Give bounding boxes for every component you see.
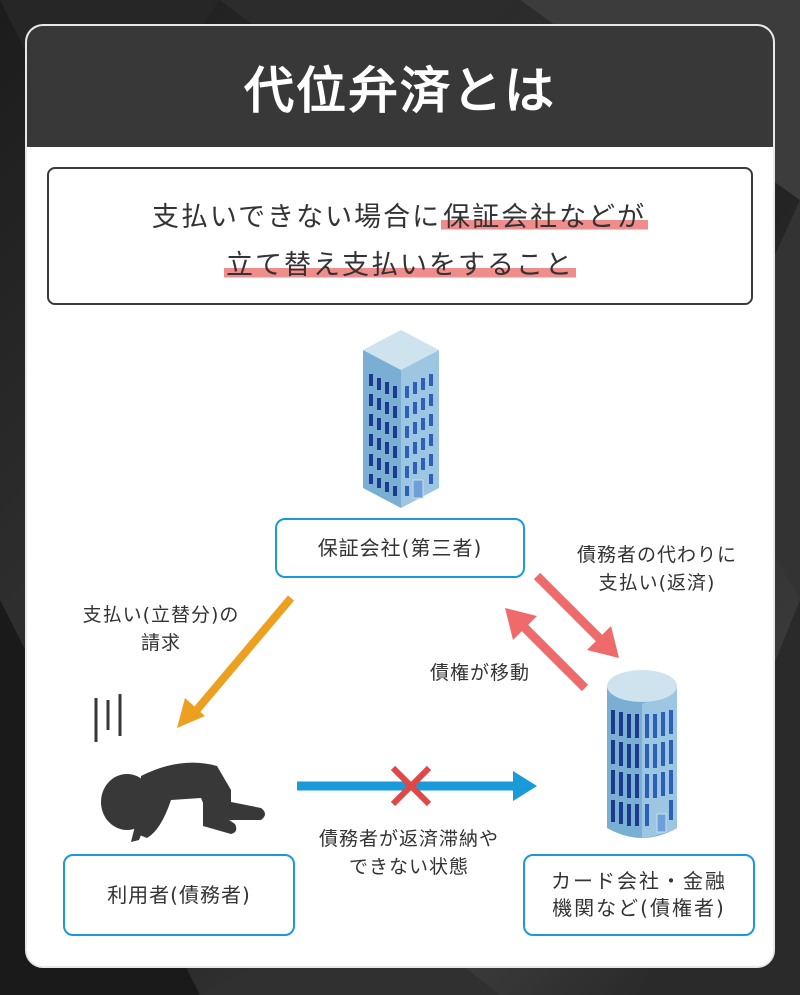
summary-line-2: 立て替え支払いをすること: [49, 243, 751, 282]
creditor-label: カード会社・金融 機関など(債権者): [523, 854, 755, 936]
failed-repayment-note: 債務者が返済滞納や できない状態: [289, 826, 529, 881]
diagram-card: 代位弁済とは 支払いできない場合に保証会社などが 立て替え支払いをすること: [25, 24, 775, 968]
summary-highlight: 立て替え支払いをすること: [224, 250, 576, 281]
summary-text: 支払いできない場合に: [151, 202, 442, 233]
subrogation-note-line2: 支払い(返済): [598, 571, 716, 594]
claim-transfer-note: 債権が移動: [415, 660, 545, 688]
subrogation-arrows: [505, 572, 619, 692]
subrogation-note-line1: 債務者の代わりに: [576, 544, 737, 566]
creditor-label-line1: カード会社・金融: [551, 869, 727, 893]
debtor-label-text: 利用者(債務者): [107, 882, 251, 907]
cylindrical-building-icon: [607, 670, 677, 838]
subrogation-payment-note: 債務者の代わりに 支払い(返済): [557, 542, 757, 597]
cross-mark-icon: [390, 765, 432, 807]
failed-repayment-arrow: [297, 771, 537, 801]
claim-note: 支払い(立替分)の 請求: [51, 602, 271, 657]
debtor-label: 利用者(債務者): [63, 854, 295, 936]
claim-transfer-text: 債権が移動: [429, 662, 530, 684]
creditor-label-line2: 機関など(債権者): [552, 896, 726, 920]
office-building-icon: [363, 330, 439, 508]
failed-note-line2: できない状態: [348, 855, 469, 878]
summary-highlight: 保証会社などが: [441, 202, 649, 233]
claim-arrow: [177, 595, 295, 728]
claim-note-line2: 請求: [140, 631, 181, 654]
page-title: 代位弁済とは: [27, 26, 773, 147]
summary-box: 支払いできない場合に保証会社などが 立て替え支払いをすること: [47, 167, 753, 305]
kneeling-person-icon: [94, 694, 265, 842]
failed-note-line1: 債務者が返済滞納や: [318, 828, 499, 850]
summary-line-1: 支払いできない場合に保証会社などが: [49, 195, 751, 234]
claim-note-line1: 支払い(立替分)の: [82, 604, 240, 626]
guarantor-label: 保証会社(第三者): [275, 518, 525, 578]
guarantor-label-text: 保証会社(第三者): [317, 535, 483, 560]
